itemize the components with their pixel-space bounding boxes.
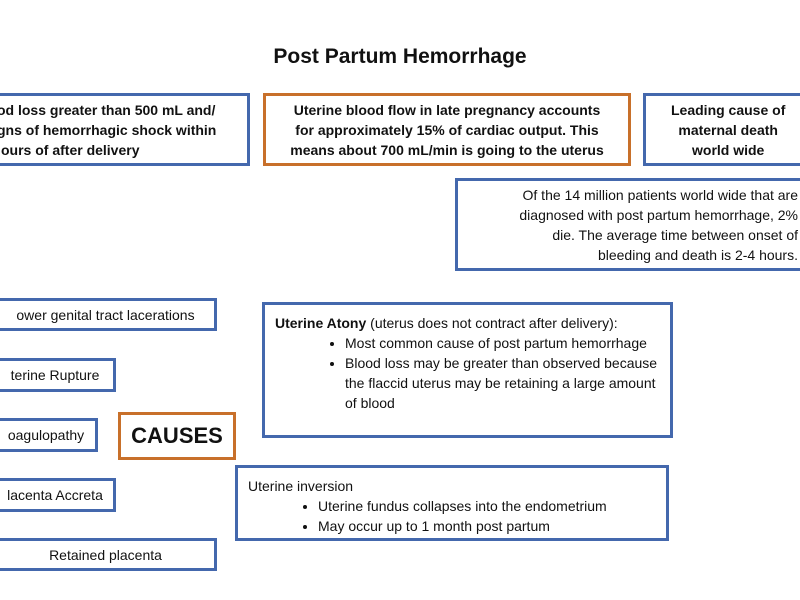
- line: Of the 14 million patients world wide th…: [522, 186, 798, 203]
- line: die. The average time between onset of: [552, 226, 798, 243]
- line: Leading cause of: [671, 101, 786, 118]
- blood-flow-box: Uterine blood flow in late pregnancy acc…: [263, 93, 631, 166]
- line: gns of hemorrhagic shock within: [0, 121, 217, 138]
- uterine-atony-box: Uterine Atony (uterus does not contract …: [262, 302, 673, 438]
- line: means about 700 mL/min is going to the u…: [290, 141, 604, 158]
- line: world wide: [692, 141, 765, 158]
- causes-label: CAUSES: [118, 412, 236, 460]
- bullet: Blood loss may be greater than observed …: [345, 353, 660, 413]
- cause-coagulopathy: oagulopathy: [0, 418, 98, 452]
- atony-description: (uterus does not contract after delivery…: [366, 315, 618, 331]
- page-title: Post Partum Hemorrhage: [273, 45, 527, 68]
- line: od loss greater than 500 mL and/: [0, 101, 216, 118]
- bullet: Uterine fundus collapses into the endome…: [318, 496, 656, 516]
- line: for approximately 15% of cardiac output.…: [295, 121, 599, 138]
- line: maternal death: [678, 121, 778, 138]
- bullet: May occur up to 1 month post partum: [318, 516, 656, 536]
- cause-lacerations: ower genital tract lacerations: [0, 298, 217, 331]
- statistics-box: Of the 14 million patients world wide th…: [455, 178, 800, 271]
- line: diagnosed with post partum hemorrhage, 2…: [519, 206, 798, 223]
- leading-cause-box: Leading cause of maternal death world wide: [643, 93, 800, 166]
- cause-accreta: lacenta Accreta: [0, 478, 116, 512]
- line: bleeding and death is 2-4 hours.: [597, 246, 798, 263]
- uterine-inversion-box: Uterine inversion Uterine fundus collaps…: [235, 465, 669, 541]
- atony-heading: Uterine Atony: [275, 315, 367, 331]
- cause-rupture: terine Rupture: [0, 358, 116, 392]
- definition-box: od loss greater than 500 mL and/gns of h…: [0, 93, 250, 166]
- line: Uterine blood flow in late pregnancy acc…: [293, 101, 601, 118]
- inversion-heading: Uterine inversion: [248, 478, 354, 494]
- bullet: Most common cause of post partum hemorrh…: [345, 333, 660, 353]
- line: ours of after delivery: [1, 141, 140, 158]
- cause-retained-placenta: Retained placenta: [0, 538, 217, 571]
